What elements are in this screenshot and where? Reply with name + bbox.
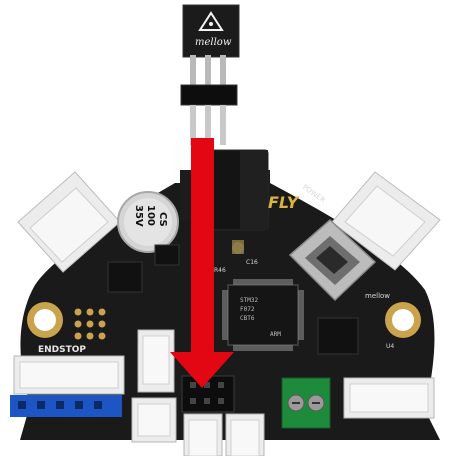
ic-right: [317, 317, 359, 355]
connector-bottom-1: [183, 413, 223, 456]
adapter-brand: mellow: [195, 37, 232, 48]
mounting-hole-right: [385, 302, 421, 338]
crystal: [232, 242, 244, 254]
usb-c-port: [288, 218, 377, 302]
connector-center-2: [131, 397, 177, 443]
chip-line-1: STM32: [240, 297, 258, 304]
blue-pin-header: [10, 395, 122, 417]
adapter-pin-3: [220, 55, 226, 85]
ic-left: [107, 261, 143, 293]
connector-center-1: [137, 329, 175, 393]
terminal-block: [281, 377, 331, 429]
ic-left-2: [154, 244, 180, 266]
adapter-pin-2: [205, 55, 211, 85]
socket-top-side: [240, 150, 268, 230]
chip-line-4: ARM: [270, 331, 281, 338]
mellow-triangle-logo-icon: [198, 11, 224, 31]
adapter-header-housing: [180, 84, 238, 106]
brand-mark-fly: FLY: [268, 193, 300, 212]
connector-bottom-right: [343, 377, 435, 419]
chip-line-3: CBT6: [240, 315, 255, 322]
connector-endstop: [13, 355, 125, 395]
adapter-pin-long-2: [205, 105, 211, 145]
connector-bottom-2: [225, 413, 265, 456]
capacitor-label-1: CS: [157, 212, 168, 227]
ref-label-u4: U4: [386, 343, 394, 350]
chip-line-2: F072: [240, 306, 255, 313]
mounting-hole-left: [27, 302, 63, 338]
bottom-logo: mellow: [365, 292, 390, 300]
ref-label-r46: R46: [214, 267, 226, 274]
gold-pad-grid: [74, 308, 106, 340]
capacitor-label-3: 35V: [133, 205, 144, 227]
connector-top-right: [331, 171, 441, 271]
connector-top-left: [17, 171, 121, 273]
endstop-label: ENDSTOP: [38, 345, 86, 355]
mcu-chip: STM32 F072 CBT6 ARM: [222, 279, 304, 351]
adapter-module: mellow: [180, 4, 240, 145]
power-label: POWER: [301, 183, 327, 205]
female-header-socket: [181, 375, 235, 413]
capacitor-label-2: 100: [145, 205, 156, 226]
ref-label-c16: C16: [246, 259, 258, 266]
adapter-pin-1: [190, 55, 196, 85]
capacitor: CS 100 35V: [117, 191, 179, 253]
adapter-pin-long-1: [190, 105, 196, 145]
adapter-pin-long-3: [220, 105, 226, 145]
down-arrow-icon: [170, 138, 234, 388]
